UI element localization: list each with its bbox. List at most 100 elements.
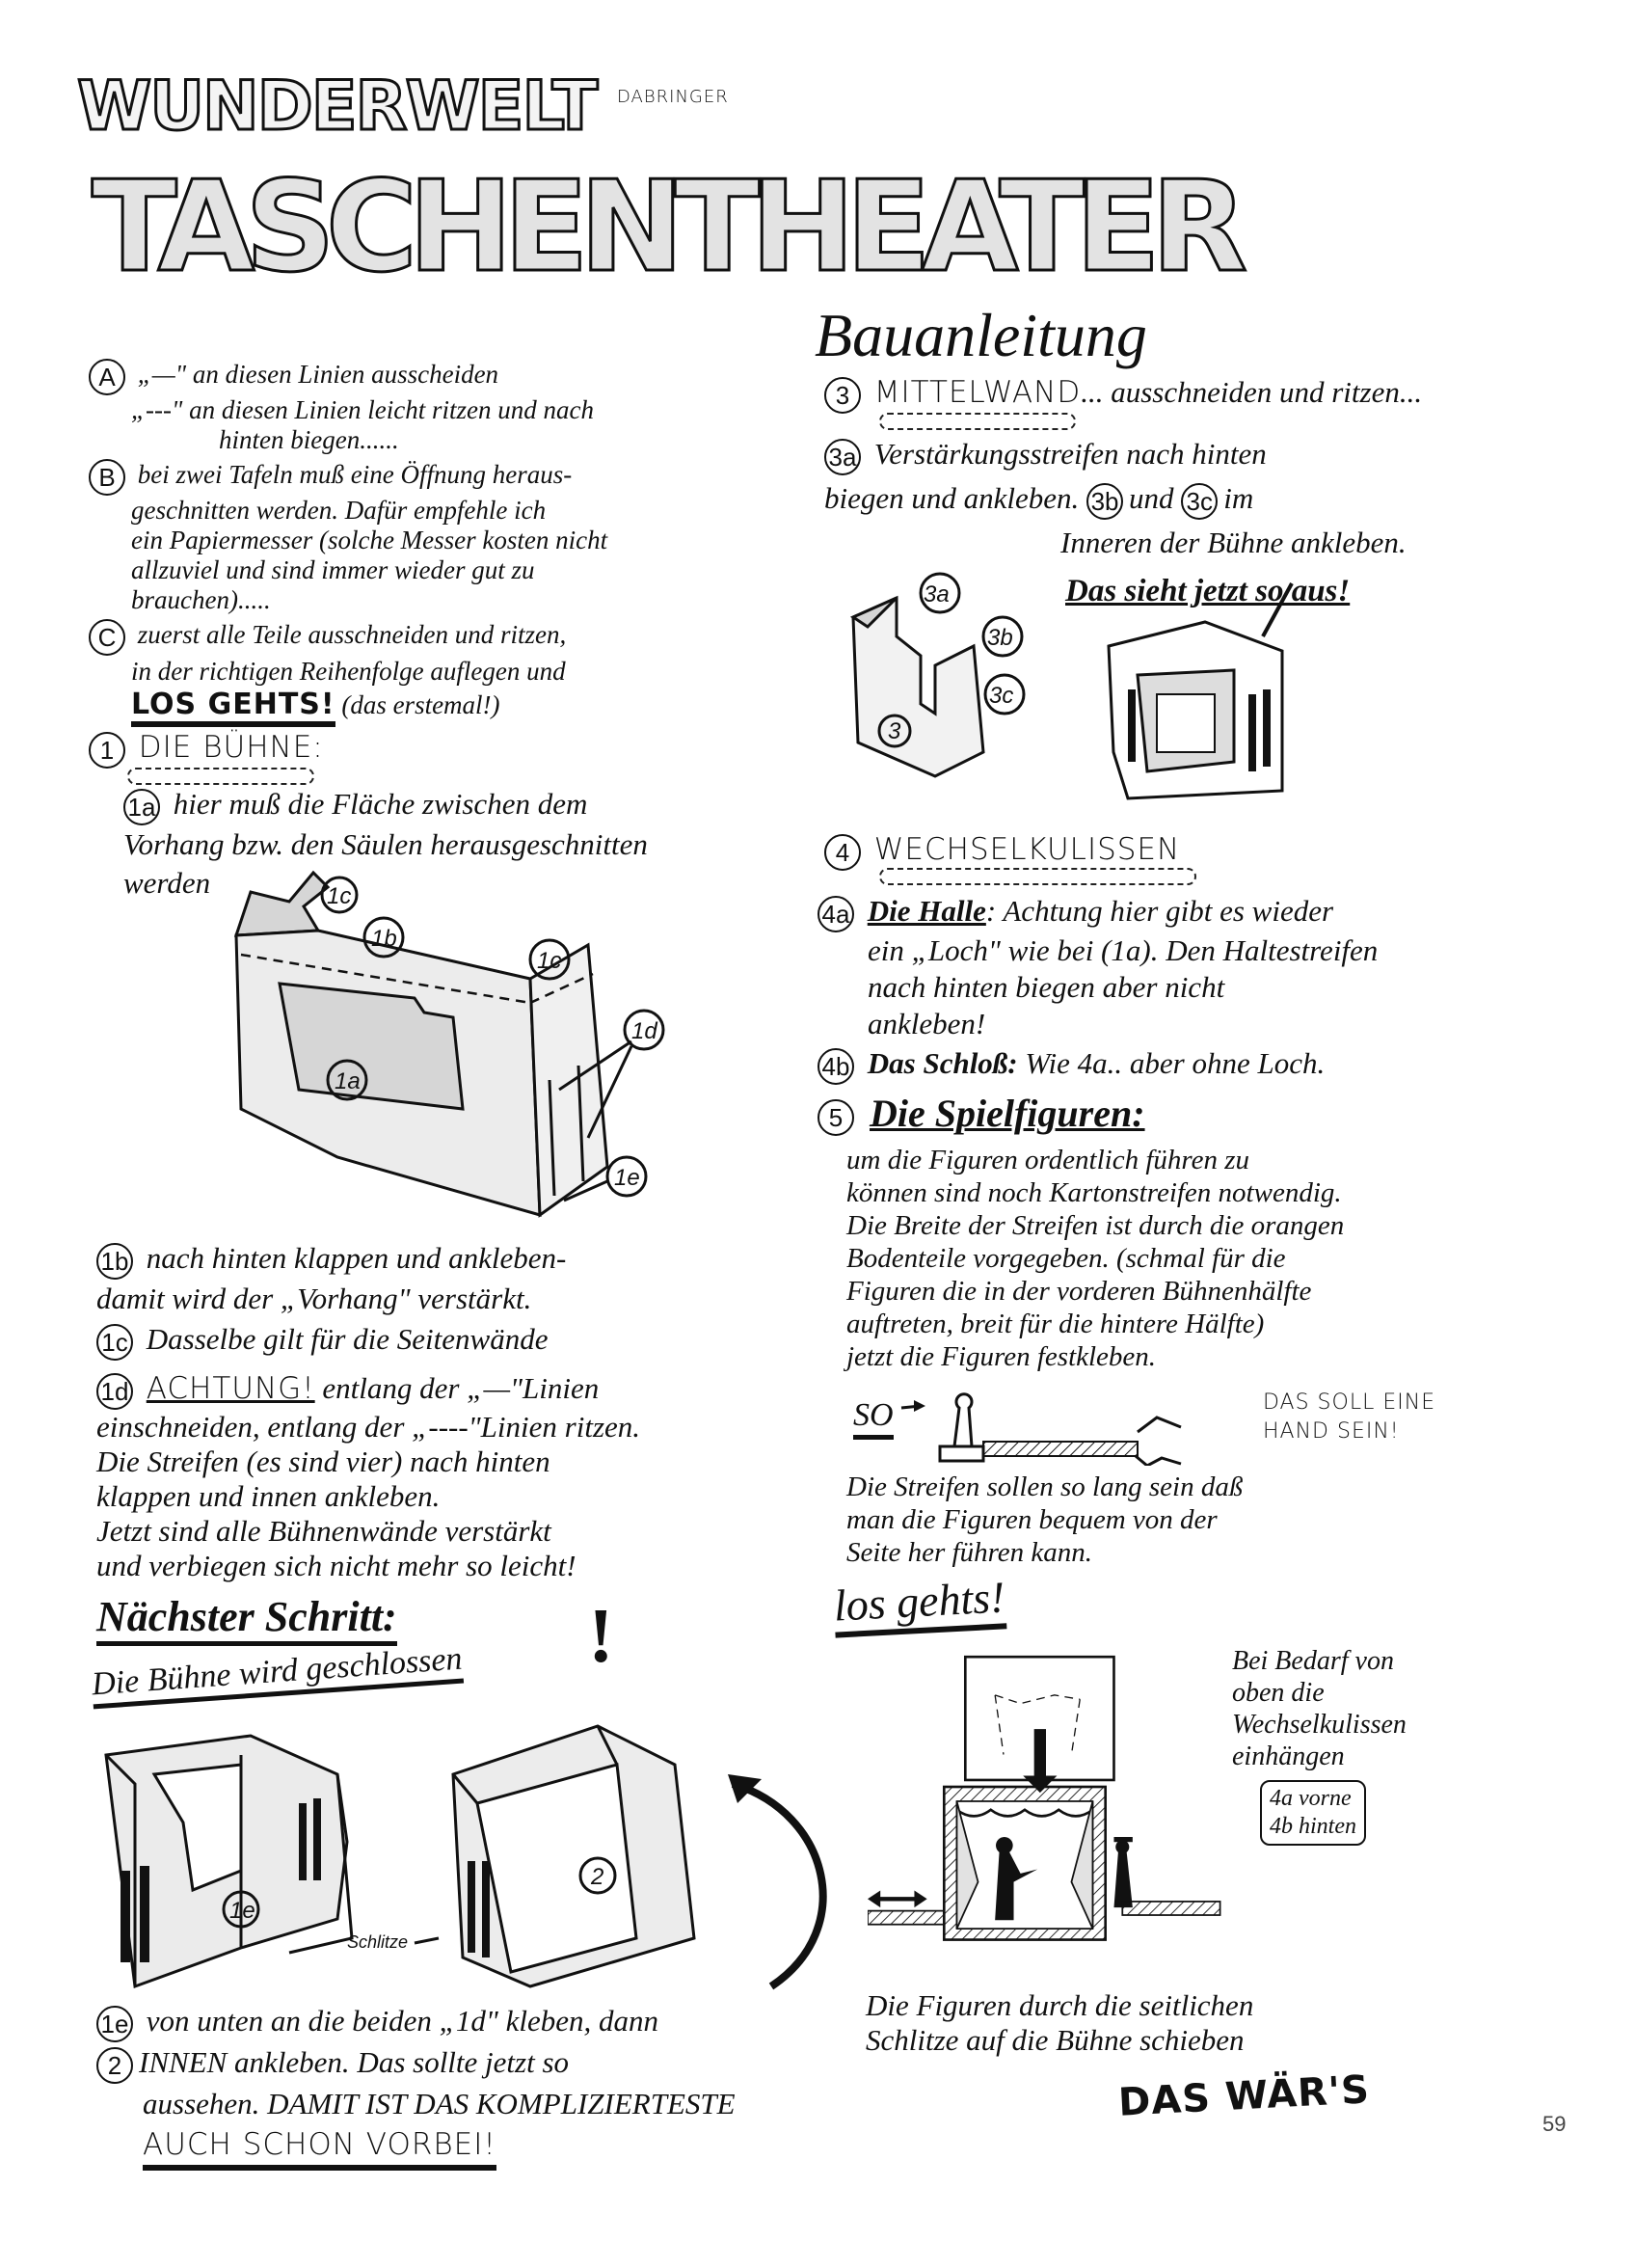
label-3b: 3b <box>987 625 1013 651</box>
hang-note-line: einhängen <box>1232 1742 1345 1771</box>
marker-1c: 1c <box>96 1323 133 1361</box>
step1c: 1c Dasselbe gilt für die Seitenwände <box>96 1321 548 1361</box>
step1c-line: Dasselbe gilt für die Seitenwände <box>146 1322 549 1356</box>
step4-title: WECHSELKULISSEN <box>873 832 1181 867</box>
step1-heading: 1 DIE BÜHNE: <box>89 729 324 769</box>
marker-c: C <box>89 619 125 656</box>
hand-note-line: DAS SOLL EINE <box>1263 1390 1436 1415</box>
the-end: DAS WÄR'S <box>1116 2067 1372 2125</box>
marker-1d: 1d <box>96 1372 133 1410</box>
step4b-title: Das Schloß: <box>867 1046 1018 1080</box>
step4a-line: ankleben! <box>868 1006 986 1040</box>
scenery-order-line: 4a vorne <box>1270 1786 1352 1811</box>
label-3: 3 <box>888 718 901 744</box>
step2-line: AUCH SCHON VORBEI! <box>143 2124 496 2171</box>
hang-note-line: oben die <box>1232 1678 1325 1708</box>
step5-title: Die Spielfiguren: <box>870 1092 1145 1135</box>
label-1c: 1c <box>537 948 561 974</box>
step3a: 3a Verstärkungsstreifen nach hinten bieg… <box>824 432 1407 565</box>
step1d-line: einschneiden, entlang der „----"Linien r… <box>96 1409 641 1444</box>
intro-b-line: geschnitten werden. Dafür empfehle ich <box>131 496 547 525</box>
step4a-line: : Achtung hier gibt es wieder <box>985 894 1334 928</box>
intro-a-line: hinten biegen...... <box>219 425 399 454</box>
lets-go: los gehts! <box>832 1571 1007 1638</box>
marker-1a: 1a <box>123 788 160 825</box>
achtung-warning: ACHTUNG! <box>146 1371 315 1406</box>
so-label: SO <box>853 1396 894 1440</box>
hang-note-line: Bei Bedarf von <box>1232 1646 1394 1676</box>
step2-text: 1e von unten an die beiden „1d" kleben, … <box>96 2001 736 2171</box>
hang-note-line: Wechselkulissen <box>1232 1710 1407 1740</box>
step3-title: MITTELWAND <box>873 375 1082 410</box>
marker-1: 1 <box>89 731 125 769</box>
intro-c-note: (das erstemal!) <box>341 690 500 719</box>
marker-1b: 1b <box>96 1242 133 1280</box>
step5-text2: Die Streifen sollen so lang sein daß man… <box>846 1471 1243 1569</box>
step3a-line: Inneren der Bühne ankleben. <box>1060 526 1407 559</box>
label-1e: 1e <box>229 1898 255 1924</box>
closed-stage-illustration: 1e Schlitze 2 <box>104 1724 827 1990</box>
title-main: TASCHENTHEATER <box>90 153 1248 300</box>
marker-a: A <box>89 359 125 395</box>
intro-c: C zuerst alle Teile ausschneiden und rit… <box>89 619 567 727</box>
marker-4a: 4a <box>818 895 854 932</box>
intro-b-line: allzuviel und sind immer wieder gut zu <box>131 555 535 584</box>
step3-rest: ... ausschneiden und ritzen... <box>1081 375 1423 409</box>
marker-4b: 4b <box>818 1047 854 1085</box>
step4b-text: Wie 4a.. aber ohne Loch. <box>1025 1046 1326 1080</box>
step1d-line: klappen und innen ankleben. <box>96 1478 441 1513</box>
hand-note-line: HAND SEIN! <box>1263 1419 1400 1444</box>
marker-5: 5 <box>818 1098 854 1136</box>
step5-line: Figuren die in der vorderen Bühnenhälfte <box>846 1276 1312 1307</box>
marker-1e: 1e <box>96 2005 133 2042</box>
step1b: 1b nach hinten klappen und ankleben- dam… <box>96 1239 566 1318</box>
hang-note: Bei Bedarf von oben die Wechselkulissen … <box>1232 1645 1407 1772</box>
step1a-line: Vorhang bzw. den Säulen herausgeschnitte… <box>123 826 648 861</box>
slits-label: Schlitze <box>347 1932 408 1952</box>
label-1b: 1b <box>371 926 397 952</box>
step4a: 4a Die Halle: Achtung hier gibt es wiede… <box>818 893 1378 1042</box>
intro-a-line: „---" an diesen Linien leicht ritzen und… <box>131 395 595 424</box>
step4b: 4b Das Schloß: Wie 4a.. aber ohne Loch. <box>818 1045 1325 1085</box>
marker-3a: 3a <box>824 438 861 475</box>
final-caption-line: Schlitze auf die Bühne schieben <box>866 2023 1245 2057</box>
next-step-sub: Die Bühne wird geschlossen <box>90 1639 465 1710</box>
step3a-und: und <box>1129 481 1174 515</box>
label-1d: 1d <box>631 1018 657 1044</box>
step1a-line: werden <box>123 865 211 900</box>
marker-3c: 3c <box>1181 482 1219 520</box>
final-caption: Die Figuren durch die seitlichen Schlitz… <box>866 1988 1253 2058</box>
marker-b: B <box>89 459 125 496</box>
intro-c-line: zuerst alle Teile ausschneiden und ritze… <box>137 620 567 650</box>
label-3a: 3a <box>924 581 950 608</box>
intro-a-line: „—" an diesen Linien ausscheiden <box>137 360 499 390</box>
label-1e: 1e <box>614 1165 640 1191</box>
step5-heading: 5 Die Spielfiguren: <box>818 1092 1145 1136</box>
dashed-underline <box>879 868 1196 885</box>
label-1a: 1a <box>335 1068 361 1094</box>
step4a-line: nach hinten biegen aber nicht <box>868 969 1225 1004</box>
label-3c: 3c <box>989 683 1013 709</box>
intro-b-line: ein Papiermesser (solche Messer kosten n… <box>131 526 608 554</box>
final-caption-line: Die Figuren durch die seitlichen <box>866 1988 1254 2022</box>
middle-wall-illustration: 3a 3b 3c 3 <box>849 572 1294 800</box>
scenery-order-box: 4a vorne 4b hinten <box>1260 1780 1366 1846</box>
step5-text: um die Figuren ordentlich führen zu könn… <box>846 1144 1344 1373</box>
intro-b-line: brauchen)..... <box>131 585 271 614</box>
step4a-title: Die Halle <box>867 894 986 928</box>
step5-line2: Die Streifen sollen so lang sein daß <box>846 1472 1244 1502</box>
step1d-line: Jetzt sind alle Bühnenwände verstärkt <box>96 1513 551 1548</box>
step5-line: können sind noch Kartonstreifen notwendi… <box>846 1177 1342 1208</box>
intro-c-line: in der richtigen Reihenfolge auflegen un… <box>131 657 566 686</box>
hand-note: DAS SOLL EINE HAND SEIN! <box>1263 1389 1435 1446</box>
figure-strip-illustration <box>900 1392 1182 1466</box>
step2-line: von unten an die beiden „1d" kleben, dan… <box>146 2004 659 2038</box>
step1a-line: hier muß die Fläche zwischen dem <box>173 787 588 821</box>
step4a-line: ein „Loch" wie bei (1a). Den Haltestreif… <box>868 932 1379 967</box>
marker-2: 2 <box>96 2046 133 2084</box>
dashed-underline <box>879 413 1076 430</box>
page-number: 59 <box>1542 2112 1567 2136</box>
intro-b: B bei zwei Tafeln muß eine Öffnung herau… <box>89 459 607 615</box>
step5-line: jetzt die Figuren festkleben. <box>846 1341 1157 1372</box>
step1d-line: Die Streifen (es sind vier) nach hinten <box>96 1444 550 1478</box>
